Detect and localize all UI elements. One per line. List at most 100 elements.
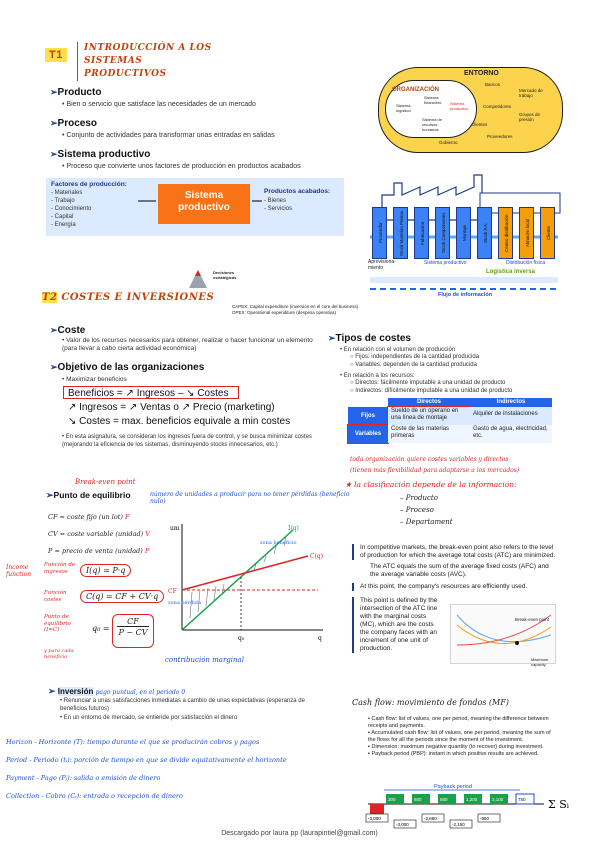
- sum-symbol: Σ Sᵢ: [548, 798, 570, 811]
- break-even-label: Break-even point: [75, 478, 136, 486]
- flow-logistica: Logística inversa: [486, 269, 536, 275]
- note-item-1: – Proceso: [400, 506, 434, 514]
- cashflow-neg-box-3: [449, 819, 473, 829]
- label-q: q: [318, 635, 322, 642]
- def-cf: CF = coste fijo (un lot) F: [48, 513, 130, 521]
- equilibrio-heading: Punto de equilibrio: [46, 490, 131, 501]
- factores-item-1: - Trabajo: [51, 198, 75, 204]
- flow-bar-4: Montaje: [456, 207, 471, 259]
- factores-item-4: - Energía: [51, 222, 76, 228]
- inversion-heading-text: Inversión: [57, 687, 94, 696]
- cashflow-pos-bar-3: [464, 794, 482, 804]
- cashflow-pos-bar-0: [386, 794, 404, 804]
- coste-text: Valor de los recursos necesarios para ob…: [62, 337, 324, 353]
- eq-beneficios: Beneficios = ↗ Ingresos – ↘ Costes: [68, 388, 229, 399]
- benef-box: [63, 386, 239, 399]
- flow-bar-1: Stock Materias Primas: [393, 207, 408, 259]
- t1-title: T1 INTRODUCCIÓN A LOS SISTEMAS PRODUCTIV…: [45, 42, 225, 81]
- objetivo-sub: Maximizar beneficios: [62, 375, 127, 384]
- productos-item-1: - Servicios: [264, 206, 293, 212]
- t1-title-line1: INTRODUCCIÓN A LOS: [84, 43, 212, 53]
- entorno-title: ENTORNO: [464, 70, 499, 77]
- funcion-costes-label: Función costes: [44, 590, 67, 603]
- table-cell-22: Gasto de agua, electricidad, etc.: [470, 425, 552, 443]
- footer-download: Descargado por laura pp (laurapintiel@gm…: [221, 830, 378, 837]
- sistema-text: Proceso que convierte unos factores de p…: [62, 162, 362, 171]
- tipos-l2: En relación a los recursos:: [340, 372, 415, 381]
- atc-mini-chart: Break-even point Maximum capacity: [450, 604, 556, 667]
- flow-bar-0: Proveedor: [372, 207, 387, 259]
- t2-number: T2: [42, 292, 58, 303]
- cashflow-neg-box-0: [365, 813, 389, 823]
- cashflow-pos-bar-4: [490, 794, 508, 804]
- inner-rrhh: Sistema de recursos humanos: [422, 117, 443, 132]
- loss-hatch: [189, 583, 225, 619]
- cashflow-b4: ▪ Payback period (PBP): instant in which…: [368, 751, 539, 757]
- objetivo-note: En esta asignatura, se consideran los in…: [62, 434, 324, 449]
- costes-table: Directos Indirectos Fijos Variables Suel…: [347, 398, 552, 444]
- tipos-heading: Tipos de costes: [328, 333, 411, 344]
- decisiones-label: Decisiones estratégicas: [213, 270, 237, 280]
- income-equation: I(q) = P·q: [80, 564, 132, 577]
- t2-title: T2 COSTES E INVERSIONES: [42, 292, 214, 303]
- label-iq: I(q): [288, 525, 299, 532]
- inversion-heading: Inversión pago puntual, en el periodo 0: [48, 686, 185, 697]
- def-p: P = precio de venta (unidad) P: [48, 547, 150, 555]
- cost-equation: C(q) = CF + CV·q: [80, 590, 165, 603]
- flow-bar-5: Stock P.A.: [477, 207, 492, 259]
- contribucion-label: contribución marginal: [165, 656, 244, 664]
- table-row-variables: Variables: [347, 424, 389, 444]
- producto-heading: Producto: [50, 87, 102, 98]
- cashflow-neg-label-1: -3,000: [396, 822, 409, 827]
- english-p2: At this point, the company's resources a…: [352, 583, 558, 591]
- factores-item-3: - Capital: [51, 214, 74, 220]
- factores-diagram: Factores de producción: - Materiales - T…: [46, 178, 344, 236]
- inner-productivo: Sistema productivo: [450, 101, 469, 111]
- punto-equilibrio-label: Punto de equilibrio (I=C): [44, 614, 71, 633]
- iq-line: [181, 529, 294, 631]
- decisiones-diagram: Decisiones estratégicas: [187, 268, 257, 290]
- cashflow-pos-label-5: 750: [518, 797, 526, 802]
- flow-distribucion: Distribución física: [506, 260, 546, 266]
- factores-title: Factores de producción:: [51, 181, 127, 188]
- note-hand-2: (tienen más flexibilidad para adaptarse …: [350, 467, 520, 474]
- entorno-diagram: ENTORNO ORGANIZACIÓN Sistema logístico S…: [378, 67, 563, 153]
- cashflow-pos-label-2: 500: [440, 797, 448, 802]
- q0-formula: CF P − CV: [112, 614, 154, 648]
- tipos-l2a: ○ Directos: fácilmente imputable a una u…: [350, 380, 506, 386]
- payback-label: Payback period: [434, 784, 472, 790]
- flow-bar-8: Cliente: [540, 207, 555, 259]
- productos-item-0: - Bienes: [264, 198, 287, 204]
- flow-bar-3: Stock Componentes: [435, 207, 450, 259]
- cashflow-b1: ▪ Cash flow: list of values, one per per…: [368, 716, 549, 729]
- tipos-l1: En relación con el volumen de producción: [340, 346, 455, 355]
- gain-hatch: [253, 535, 287, 571]
- def-horizonte: Horizon - Horizonte (T): tiempo durante …: [6, 738, 260, 746]
- cashflow-bullets: ▪ Cash flow: list of values, one per per…: [368, 716, 558, 758]
- def-cv: CV = coste variable (unidad) V: [48, 530, 150, 538]
- arrow-in: [138, 200, 156, 202]
- inner-financiero: Sistema financiero: [424, 95, 442, 105]
- cashflow-pos-label-4: 2,100: [492, 797, 504, 802]
- cashflow-neg-label-0: -3,000: [368, 816, 381, 821]
- outer-clientes: Clientes: [471, 122, 488, 127]
- cashflow-pos-bar-2: [438, 794, 456, 804]
- def-pago: Payment - Pago (Pᵢ): salida o emisión de…: [6, 774, 161, 782]
- outer-proveedores: Proveedores: [487, 134, 513, 139]
- proceso-heading: Proceso: [50, 118, 97, 129]
- objetivo-heading: Objetivo de las organizaciones: [50, 362, 205, 373]
- inversion-b1: Renunciar a unas satisfacciones inmediat…: [60, 698, 330, 713]
- arrow-out: [252, 200, 262, 202]
- cashflow-pos-bar-1: [412, 794, 430, 804]
- cashflow-pos-label-0: 300: [388, 797, 396, 802]
- cashflow-title: Cash flow: movimiento de fondos (MF): [352, 698, 509, 707]
- productos-title: Productos acabados:: [264, 188, 331, 195]
- factores-item-2: - Conocimiento: [51, 206, 92, 212]
- cashflow-b2: ▪ Accumulated cash flow: list of values,…: [368, 730, 551, 743]
- tipos-l1a: ○ Fijos: independientes de la cantidad p…: [350, 354, 480, 360]
- flow-sistema: Sistema productivo: [424, 260, 467, 266]
- axis-um: um: [170, 525, 180, 532]
- cashflow-pos-bar-5: [515, 793, 535, 805]
- english-notes: In competitive markets, the break-even p…: [352, 544, 558, 653]
- outer-bancos: Bancos: [485, 82, 501, 87]
